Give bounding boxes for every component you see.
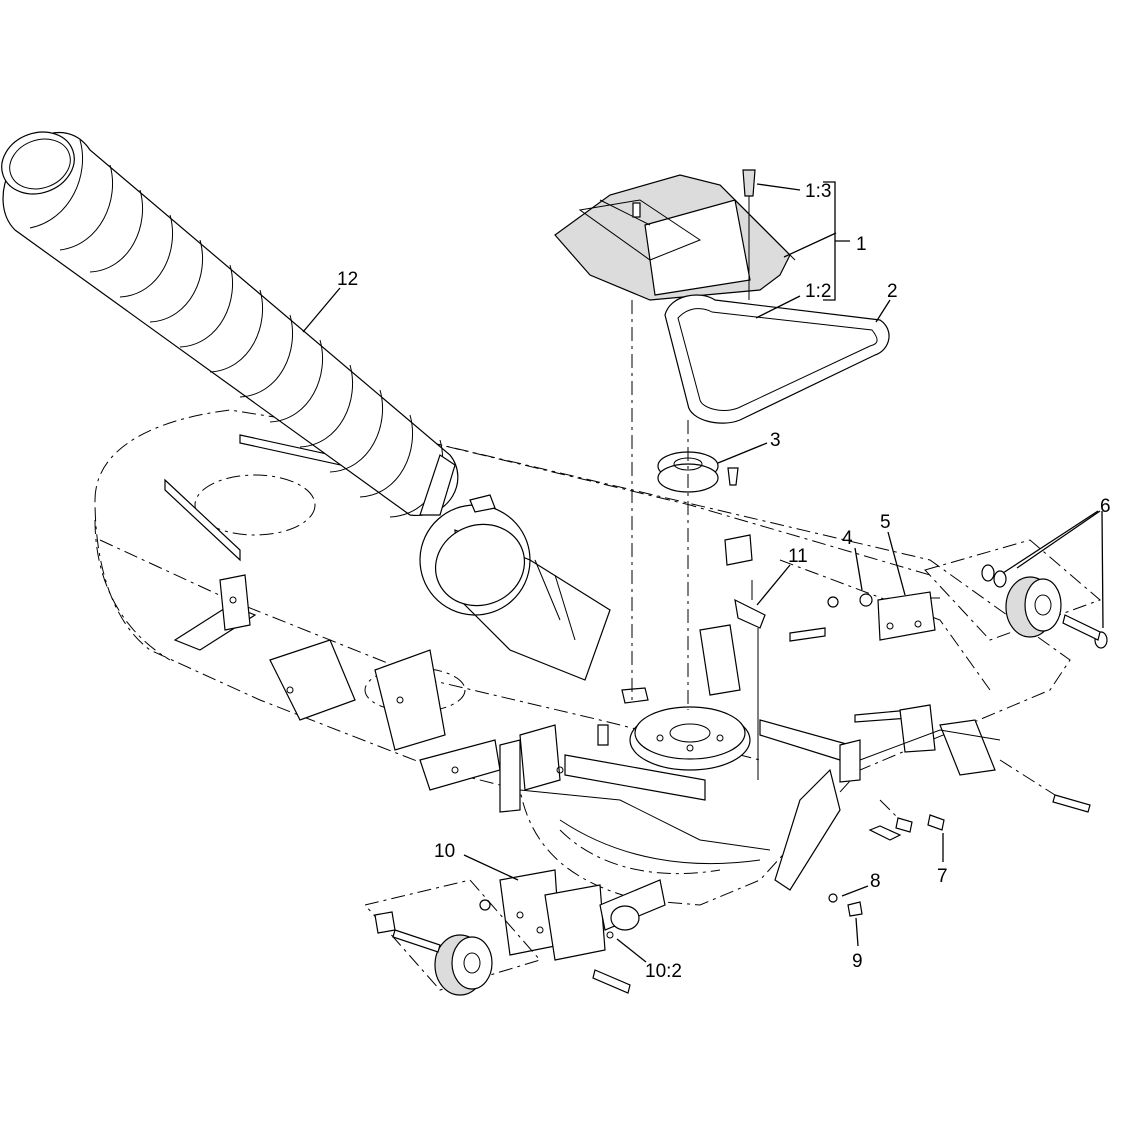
left-wheel-bracket	[479, 869, 666, 961]
cover-knob	[742, 169, 756, 300]
leader-lines	[302, 181, 1104, 963]
callout-labels: 1:3 1 1:2 2 12 3 4 5 6 11 7 8 9 10 10:2	[337, 181, 1111, 982]
callout-11: 11	[788, 546, 808, 567]
carriage-bolts	[879, 759, 1091, 833]
idler-bracket	[734, 580, 766, 780]
discharge-hose	[1, 131, 459, 518]
belt-cover	[554, 174, 796, 301]
discharge-chute	[419, 454, 611, 681]
right-gauge-wheel	[924, 539, 1108, 649]
hex-nut	[827, 593, 873, 608]
drive-belt	[664, 294, 890, 424]
left-gauge-wheel	[364, 879, 631, 996]
deck-frame-left	[173, 574, 564, 813]
callout-8: 8	[870, 871, 881, 892]
callout-6: 6	[1100, 496, 1111, 517]
callout-12: 12	[337, 269, 358, 290]
idler-pulley	[657, 451, 739, 493]
callout-1-2: 1:2	[805, 281, 831, 302]
callout-4: 4	[842, 528, 853, 549]
cap-screw	[847, 901, 863, 917]
callout-7: 7	[937, 866, 948, 887]
flange-nut	[828, 893, 838, 903]
callout-10-2: 10:2	[645, 961, 682, 982]
wheel-bracket	[877, 591, 940, 641]
deck-frame-right	[699, 534, 1001, 891]
callout-1: 1	[856, 234, 867, 255]
callout-9: 9	[852, 951, 863, 972]
callout-5: 5	[880, 512, 891, 533]
callout-10: 10	[434, 841, 455, 862]
spindle-pulley	[597, 687, 751, 771]
callout-1-3: 1:3	[805, 181, 831, 202]
callout-2: 2	[887, 281, 898, 302]
callout-3: 3	[770, 430, 781, 451]
